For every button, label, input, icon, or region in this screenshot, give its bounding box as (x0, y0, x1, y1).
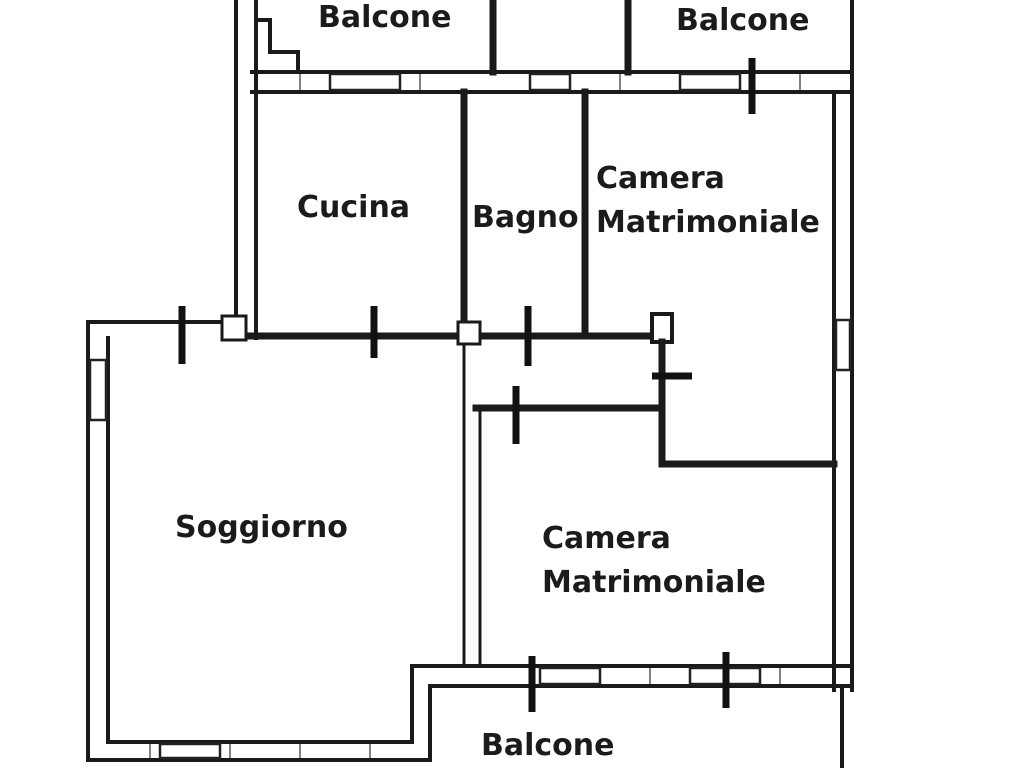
windows (88, 72, 852, 760)
label-soggiorno: Soggiorno (175, 510, 348, 545)
exterior-walls (86, 0, 854, 768)
interior-walls (220, 88, 838, 668)
label-balcone-top-right: Balcone (676, 3, 810, 38)
room-labels: Balcone Balcone Cucina Bagno Camera Matr… (175, 0, 820, 763)
label-cucina: Cucina (297, 190, 410, 225)
door-marks (178, 58, 756, 712)
label-camera-1-line1: Camera (596, 161, 725, 196)
label-camera-2-line2: Matrimoniale (542, 565, 766, 600)
label-camera-1-line2: Matrimoniale (596, 205, 820, 240)
balcony-dividers (489, 0, 632, 76)
label-balcone-bottom: Balcone (481, 728, 615, 763)
label-balcone-top-left: Balcone (318, 0, 452, 35)
label-camera-2-line1: Camera (542, 521, 671, 556)
label-bagno: Bagno (472, 200, 579, 235)
